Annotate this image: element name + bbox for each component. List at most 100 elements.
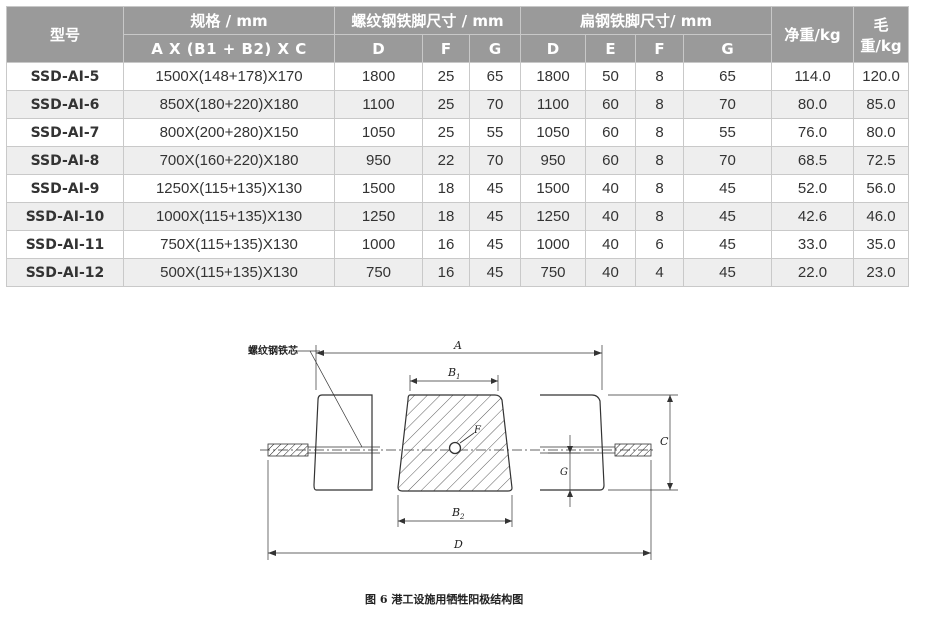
cell-flat-g: 45 <box>682 230 773 259</box>
cell-net-weight: 114.0 <box>771 62 855 91</box>
cell-rebar-g: 45 <box>469 202 521 231</box>
cell-flat-d: 1100 <box>520 90 586 119</box>
cell-flat-f: 8 <box>635 146 684 175</box>
cell-flat-g: 45 <box>682 202 773 231</box>
cell-gross-weight: 23.0 <box>853 258 910 287</box>
cell-flat-f: 4 <box>635 258 684 287</box>
cell-flat-d: 1800 <box>520 62 586 91</box>
cell-flat-f: 8 <box>635 90 684 119</box>
cell-rebar-g: 70 <box>469 146 521 175</box>
cell-rebar-f: 25 <box>422 90 470 119</box>
cell-flat-f: 8 <box>635 202 684 231</box>
cell-gross-weight: 120.0 <box>853 62 910 91</box>
cell-rebar-g: 45 <box>469 174 521 203</box>
cell-rebar-f: 16 <box>422 258 470 287</box>
header-gross-weight: 毛重/kg <box>853 6 910 63</box>
cell-net-weight: 22.0 <box>771 258 855 287</box>
cell-flat-e: 60 <box>585 118 636 147</box>
cell-spec: 700X(160+220)X180 <box>123 146 335 175</box>
cell-flat-g: 70 <box>682 90 773 119</box>
header-flat-e: E <box>585 34 636 63</box>
cell-gross-weight: 72.5 <box>853 146 910 175</box>
cell-gross-weight: 85.0 <box>853 90 910 119</box>
diagram-caption: 图 6 港工设施用牺牲阳极结构图 <box>365 592 523 606</box>
cell-flat-f: 6 <box>635 230 684 259</box>
cell-flat-f: 8 <box>635 62 684 91</box>
cell-rebar-d: 750 <box>334 258 423 287</box>
cell-flat-e: 50 <box>585 62 636 91</box>
header-flat-d: D <box>520 34 586 63</box>
cell-rebar-d: 1000 <box>334 230 423 259</box>
cell-rebar-g: 70 <box>469 90 521 119</box>
cell-model: SSD-AI-12 <box>6 258 124 287</box>
callout-label: 螺纹钢铁芯 <box>248 344 298 357</box>
cell-flat-f: 8 <box>635 118 684 147</box>
anode-structure-diagram: 螺纹钢铁芯 A B 1 B 2 C D F G 图 6 港工设施用牺牲阳极结构图 <box>248 339 678 606</box>
dim-c-label: C <box>660 435 669 448</box>
dim-b1-sub: 1 <box>456 373 460 381</box>
left-anode-block <box>313 394 373 491</box>
cell-flat-g: 55 <box>682 118 773 147</box>
header-rebar-f: F <box>422 34 470 63</box>
cell-spec: 500X(115+135)X130 <box>123 258 335 287</box>
cell-net-weight: 68.5 <box>771 146 855 175</box>
dim-b1-label: B <box>447 366 456 379</box>
header-rebar-group: 螺纹钢铁脚尺寸 / mm <box>334 6 521 35</box>
dim-f-label: F <box>473 425 482 436</box>
cell-net-weight: 52.0 <box>771 174 855 203</box>
cell-net-weight: 80.0 <box>771 90 855 119</box>
cell-flat-e: 40 <box>585 230 636 259</box>
cell-gross-weight: 35.0 <box>853 230 910 259</box>
header-rebar-d: D <box>334 34 423 63</box>
cell-rebar-f: 18 <box>422 202 470 231</box>
cell-flat-d: 1500 <box>520 174 586 203</box>
dim-a-label: A <box>453 339 462 352</box>
cell-flat-e: 40 <box>585 174 636 203</box>
cell-rebar-d: 1050 <box>334 118 423 147</box>
cell-model: SSD-AI-8 <box>6 146 124 175</box>
cell-rebar-g: 45 <box>469 230 521 259</box>
cell-rebar-g: 45 <box>469 258 521 287</box>
cell-net-weight: 76.0 <box>771 118 855 147</box>
header-spec: 规格 / mm <box>123 6 335 35</box>
cell-gross-weight: 46.0 <box>853 202 910 231</box>
cell-flat-e: 40 <box>585 202 636 231</box>
cell-rebar-d: 1250 <box>334 202 423 231</box>
cell-flat-d: 1000 <box>520 230 586 259</box>
cell-spec: 1000X(115+135)X130 <box>123 202 335 231</box>
cell-flat-d: 1050 <box>520 118 586 147</box>
cell-flat-g: 45 <box>682 174 773 203</box>
cell-model: SSD-AI-7 <box>6 118 124 147</box>
cell-spec: 800X(200+280)X150 <box>123 118 335 147</box>
dim-b2-label: B <box>451 506 460 519</box>
cell-rebar-d: 1500 <box>334 174 423 203</box>
right-anode-block <box>540 394 605 491</box>
cell-spec: 750X(115+135)X130 <box>123 230 335 259</box>
dim-g-label: G <box>560 467 568 478</box>
cell-flat-e: 60 <box>585 90 636 119</box>
cell-model: SSD-AI-9 <box>6 174 124 203</box>
dim-b2-sub: 2 <box>459 513 465 521</box>
header-spec-formula: A X (B1 + B2) X C <box>123 34 335 63</box>
cell-rebar-f: 25 <box>422 118 470 147</box>
cell-flat-e: 60 <box>585 146 636 175</box>
header-model: 型号 <box>6 6 124 63</box>
cell-model: SSD-AI-5 <box>6 62 124 91</box>
cell-spec: 1500X(148+178)X170 <box>123 62 335 91</box>
cell-rebar-g: 65 <box>469 62 521 91</box>
cell-flat-d: 750 <box>520 258 586 287</box>
cell-spec: 850X(180+220)X180 <box>123 90 335 119</box>
cell-flat-d: 950 <box>520 146 586 175</box>
cell-rebar-f: 16 <box>422 230 470 259</box>
header-flat-g: G <box>682 34 773 63</box>
cell-flat-f: 8 <box>635 174 684 203</box>
cell-flat-d: 1250 <box>520 202 586 231</box>
header-rebar-g: G <box>469 34 521 63</box>
